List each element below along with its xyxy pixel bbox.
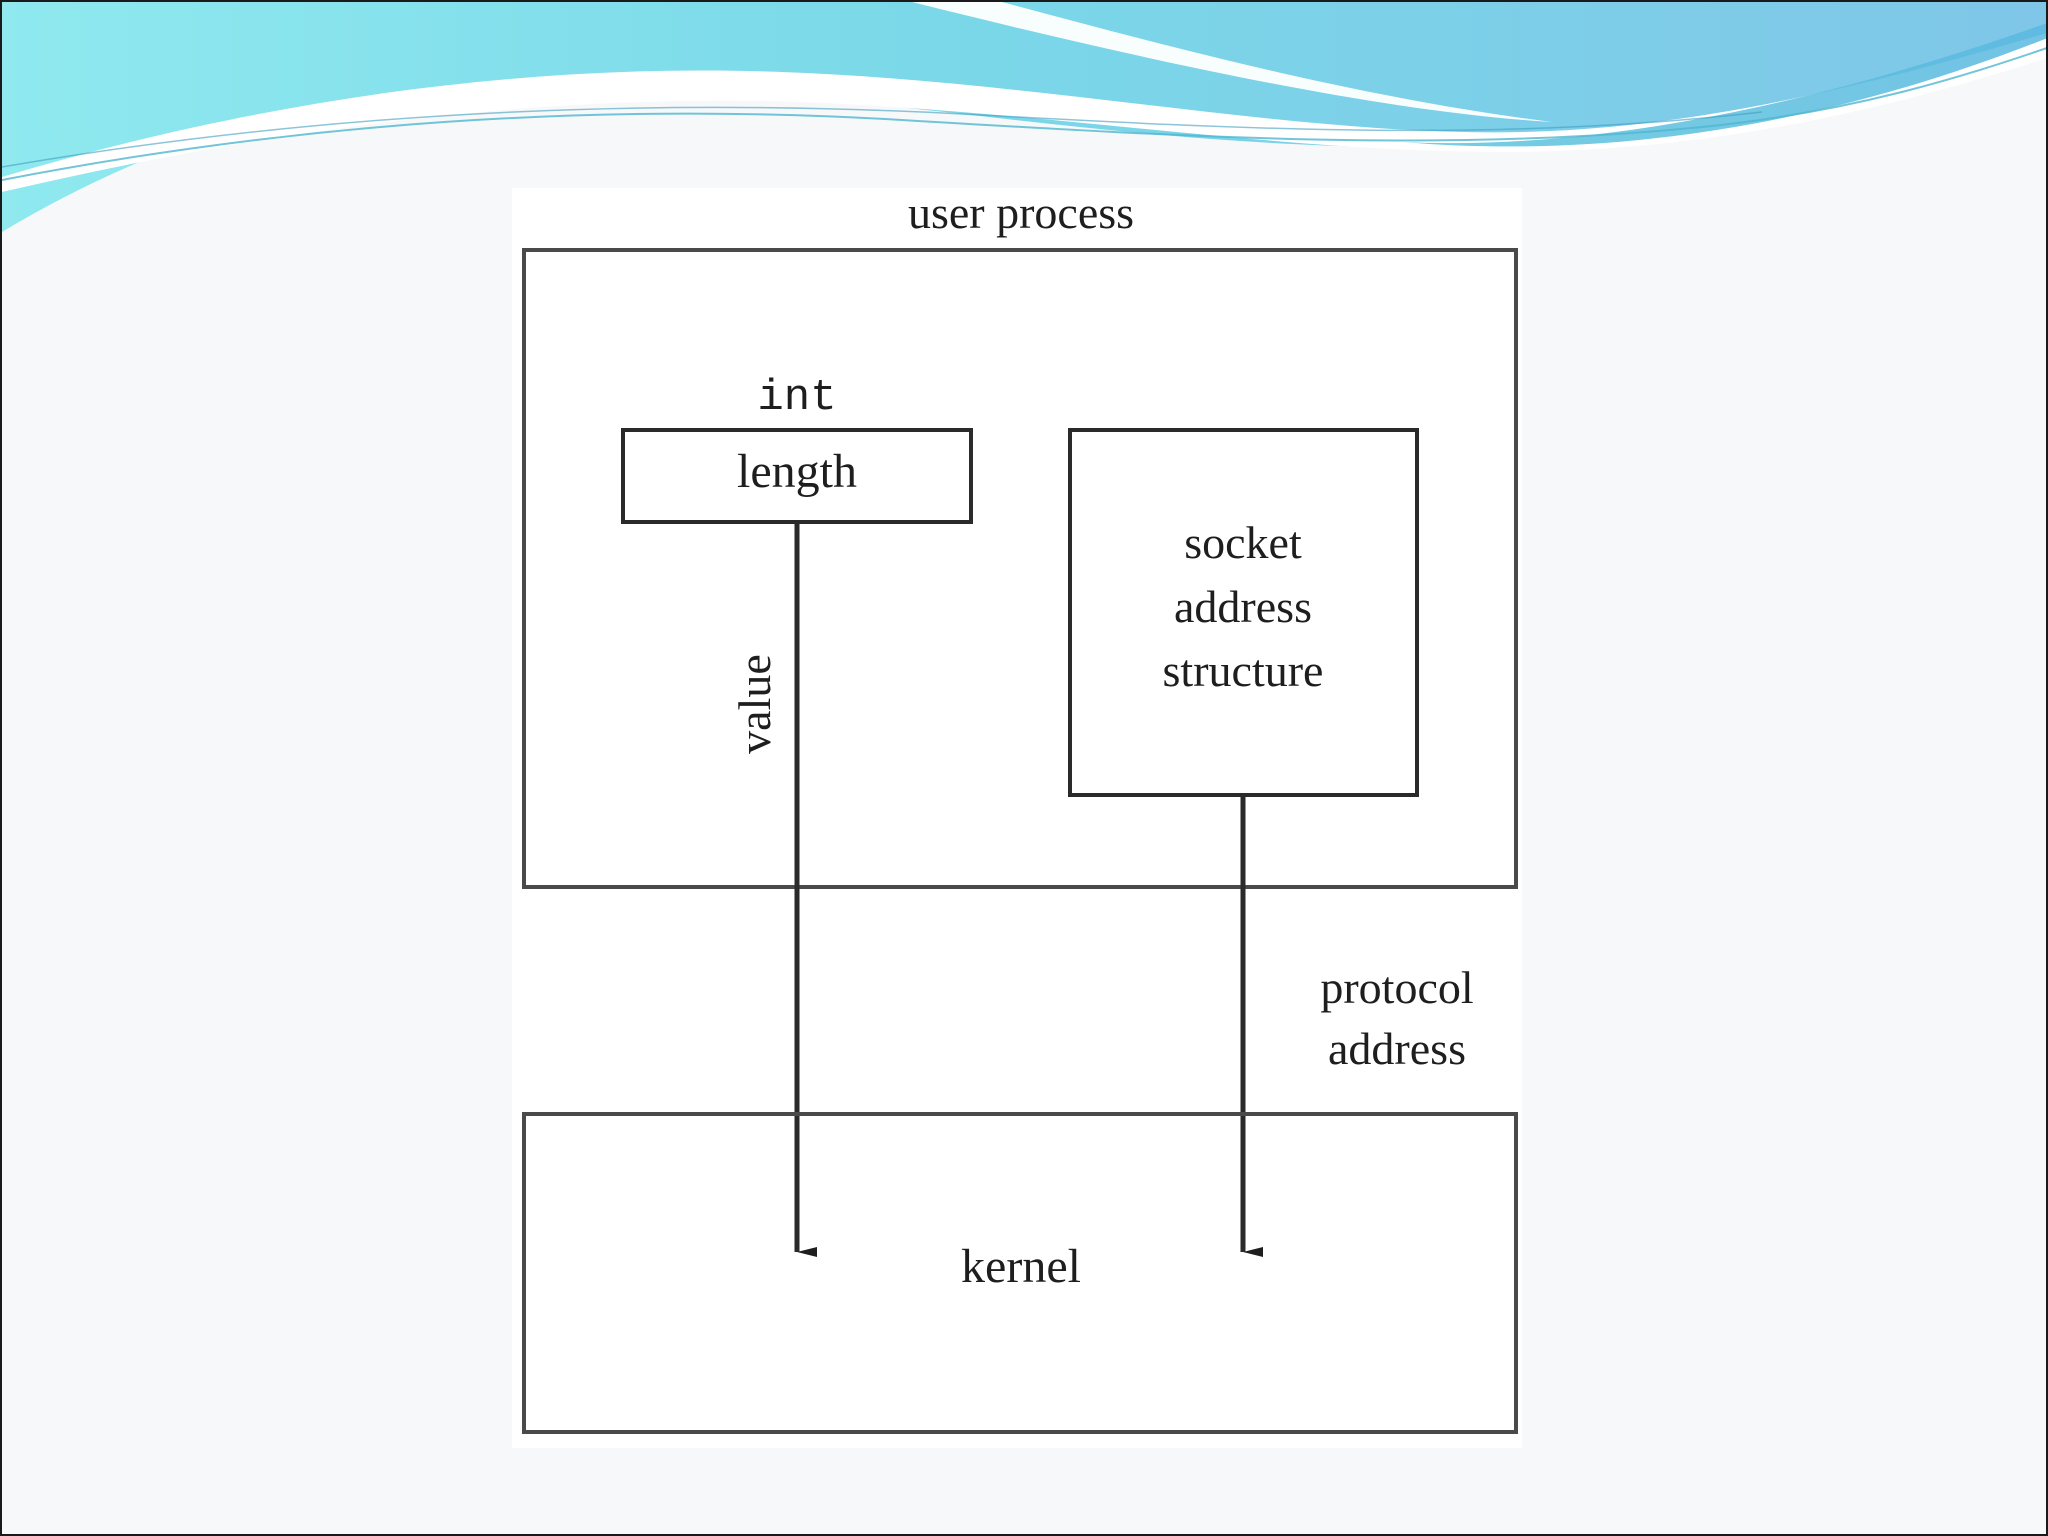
user-process-box [522, 248, 1518, 889]
protocol-label-line-2: address [1328, 1023, 1466, 1074]
value-label: value [729, 654, 780, 754]
socket-label-line-1: socket [1184, 517, 1302, 568]
socket-label-line-2: address [1174, 581, 1312, 632]
int-type-label: int [757, 373, 836, 423]
length-label: length [737, 445, 857, 498]
socket-label-line-3: structure [1163, 645, 1324, 696]
protocol-label-line-1: protocol [1320, 962, 1473, 1013]
diagram-background [512, 188, 1522, 1448]
user-process-label: user process [908, 187, 1134, 238]
kernel-box [522, 1112, 1518, 1434]
decorative-wave-banner [2, 2, 2046, 232]
kernel-label: kernel [961, 1240, 1081, 1293]
